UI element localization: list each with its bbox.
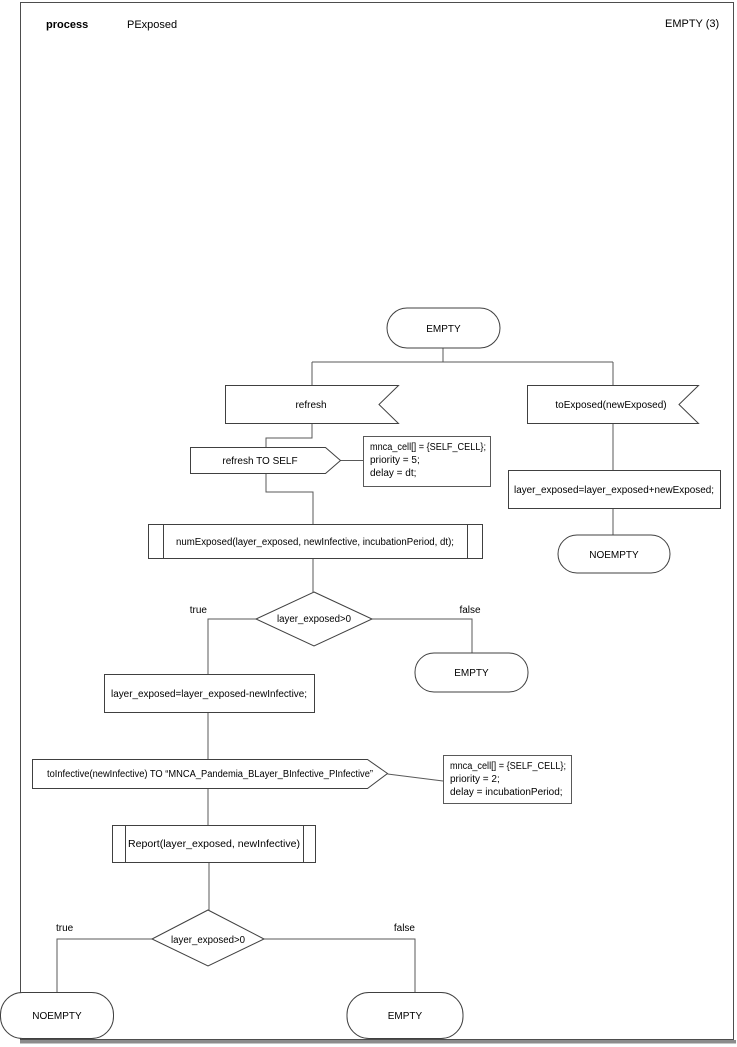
- task-add-exposed-label: layer_exposed=layer_exposed+newExposed;: [514, 485, 714, 496]
- task-sub-infective: layer_exposed=layer_exposed-newInfective…: [104, 674, 315, 713]
- procedure-report-label: Report(layer_exposed, newInfective): [128, 839, 300, 850]
- decision1-label: layer_exposed>0: [277, 614, 351, 625]
- output-refresh-to-self-label: refresh TO SELF: [222, 456, 297, 467]
- state-empty-top: EMPTY: [386, 307, 501, 349]
- input-to-exposed: toExposed(newExposed): [527, 385, 700, 424]
- procedure-num-exposed: numExposed(layer_exposed, newInfective, …: [148, 524, 483, 559]
- state-empty-mid-label: EMPTY: [454, 668, 489, 679]
- state-noempty-right-label: NOEMPTY: [589, 550, 639, 561]
- connectors: [56, 348, 614, 992]
- decision1-false-label: false: [459, 605, 481, 616]
- state-annotation-label: EMPTY (3): [665, 18, 719, 30]
- decision-layer-exposed-2: layer_exposed>0 true false: [56, 909, 416, 967]
- state-noempty-bottom: NOEMPTY: [0, 992, 114, 1039]
- comment-refresh-line1: mnca_cell[] = {SELF_CELL};: [370, 442, 486, 453]
- comment-refresh-line2: priority = 5;: [370, 455, 420, 466]
- process-kind-label: process: [46, 19, 88, 31]
- comment-infective-line1: mnca_cell[] = {SELF_CELL};: [450, 761, 566, 772]
- comment-refresh-line3: delay = dt;: [370, 468, 416, 479]
- task-sub-infective-label: layer_exposed=layer_exposed-newInfective…: [111, 689, 307, 700]
- procedure-num-exposed-label: numExposed(layer_exposed, newInfective, …: [176, 537, 454, 548]
- task-add-exposed: layer_exposed=layer_exposed+newExposed;: [508, 470, 721, 509]
- diagram-header: process PExposed EMPTY (3): [46, 18, 719, 31]
- output-refresh-to-self: refresh TO SELF: [190, 447, 342, 474]
- comment-infective-line2: priority = 2;: [450, 774, 500, 785]
- decision2-label: layer_exposed>0: [171, 935, 245, 946]
- output-to-infective-label: toInfective(newInfective) TO “MNCA_Pande…: [47, 769, 373, 780]
- state-noempty-right: NOEMPTY: [557, 534, 671, 574]
- input-refresh-label: refresh: [295, 400, 326, 411]
- input-to-exposed-label: toExposed(newExposed): [555, 400, 666, 411]
- diagram-frame: [20, 2, 736, 1044]
- state-empty-bottom: EMPTY: [346, 992, 464, 1039]
- procedure-report: Report(layer_exposed, newInfective): [112, 825, 316, 863]
- output-to-infective: toInfective(newInfective) TO “MNCA_Pande…: [32, 759, 389, 789]
- state-empty-top-label: EMPTY: [426, 324, 461, 335]
- comment-infective-params: mnca_cell[] = {SELF_CELL}; priority = 2;…: [443, 755, 572, 804]
- decision2-false-label: false: [394, 923, 416, 934]
- process-name-label: PExposed: [127, 19, 177, 31]
- decision2-true-label: true: [56, 923, 74, 934]
- state-empty-mid: EMPTY: [414, 652, 529, 693]
- state-empty-bottom-label: EMPTY: [388, 1011, 423, 1022]
- state-noempty-bottom-label: NOEMPTY: [32, 1011, 82, 1022]
- decision1-true-label: true: [190, 605, 208, 616]
- input-refresh: refresh: [225, 385, 400, 424]
- comment-infective-line3: delay = incubationPeriod;: [450, 787, 563, 798]
- comment-refresh-params: mnca_cell[] = {SELF_CELL}; priority = 5;…: [363, 436, 491, 487]
- decision-layer-exposed-1: layer_exposed>0 true false: [190, 591, 481, 647]
